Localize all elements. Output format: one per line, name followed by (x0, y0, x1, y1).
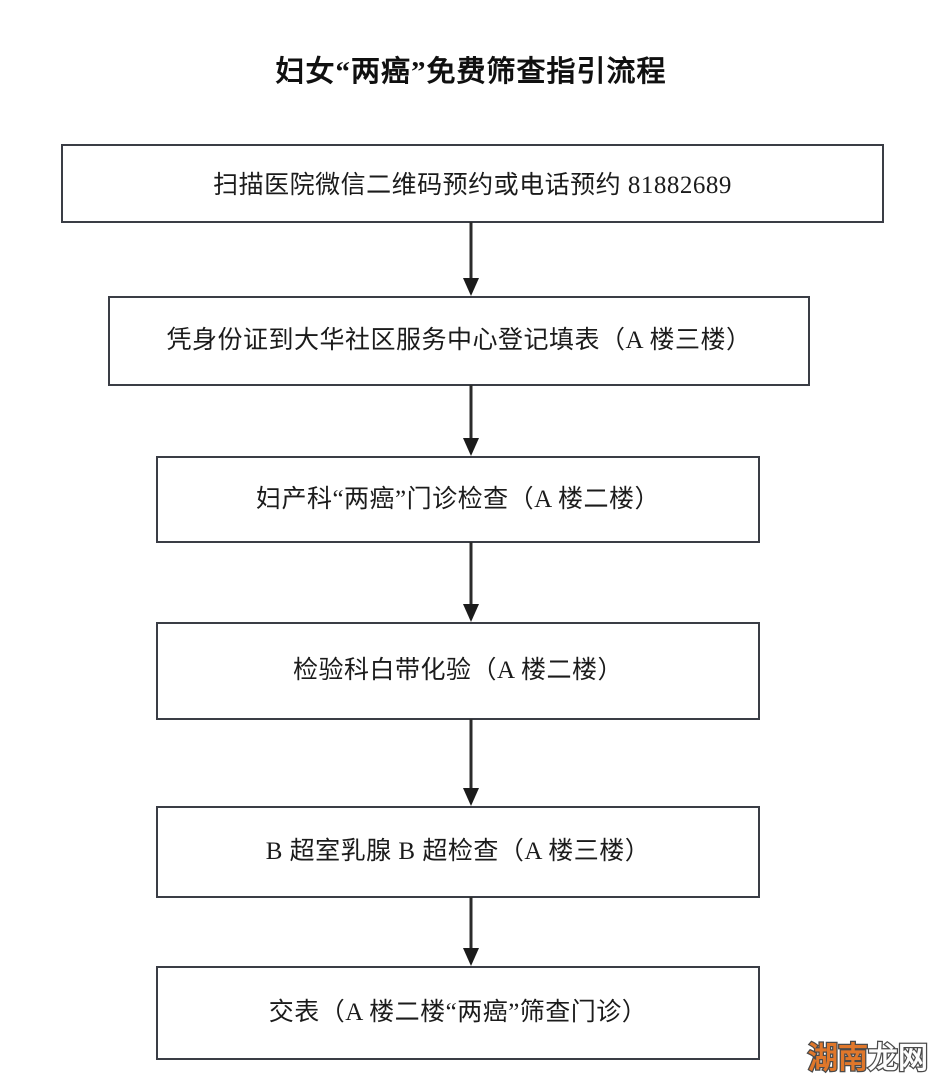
flow-node-step-5: B 超室乳腺 B 超检查（A 楼三楼） (156, 806, 760, 898)
flow-node-label: B 超室乳腺 B 超检查（A 楼三楼） (265, 838, 651, 866)
watermark: 湖南龙网 (807, 1041, 930, 1076)
flow-arrow-3-to-4 (459, 542, 483, 623)
flow-node-step-6: 交表（A 楼二楼“两癌”筛查门诊） (156, 966, 760, 1060)
flow-node-label: 凭身份证到大华社区服务中心登记填表（A 楼三楼） (166, 327, 752, 355)
flow-arrow-2-to-3 (459, 385, 483, 457)
flow-arrow-5-to-6 (459, 897, 483, 967)
flow-node-label: 交表（A 楼二楼“两癌”筛查门诊） (268, 999, 648, 1027)
flow-arrow-4-to-5 (459, 719, 483, 807)
flow-node-step-4: 检验科白带化验（A 楼二楼） (156, 622, 760, 720)
watermark-part-two: 龙网 (867, 1041, 930, 1076)
flow-node-label: 扫描医院微信二维码预约或电话预约 81882689 (213, 171, 732, 199)
flow-node-step-3: 妇产科“两癌”门诊检查（A 楼二楼） (156, 456, 760, 543)
flow-node-step-2: 凭身份证到大华社区服务中心登记填表（A 楼三楼） (108, 296, 810, 386)
page-title: 妇女“两癌”免费筛查指引流程 (275, 56, 667, 88)
flow-node-label: 妇产科“两癌”门诊检查（A 楼二楼） (255, 485, 661, 513)
watermark-part-one: 湖南 (807, 1041, 870, 1076)
flow-node-label: 检验科白带化验（A 楼二楼） (293, 657, 623, 685)
flow-arrow-1-to-2 (459, 222, 483, 297)
flow-node-step-1: 扫描医院微信二维码预约或电话预约 81882689 (61, 144, 884, 223)
